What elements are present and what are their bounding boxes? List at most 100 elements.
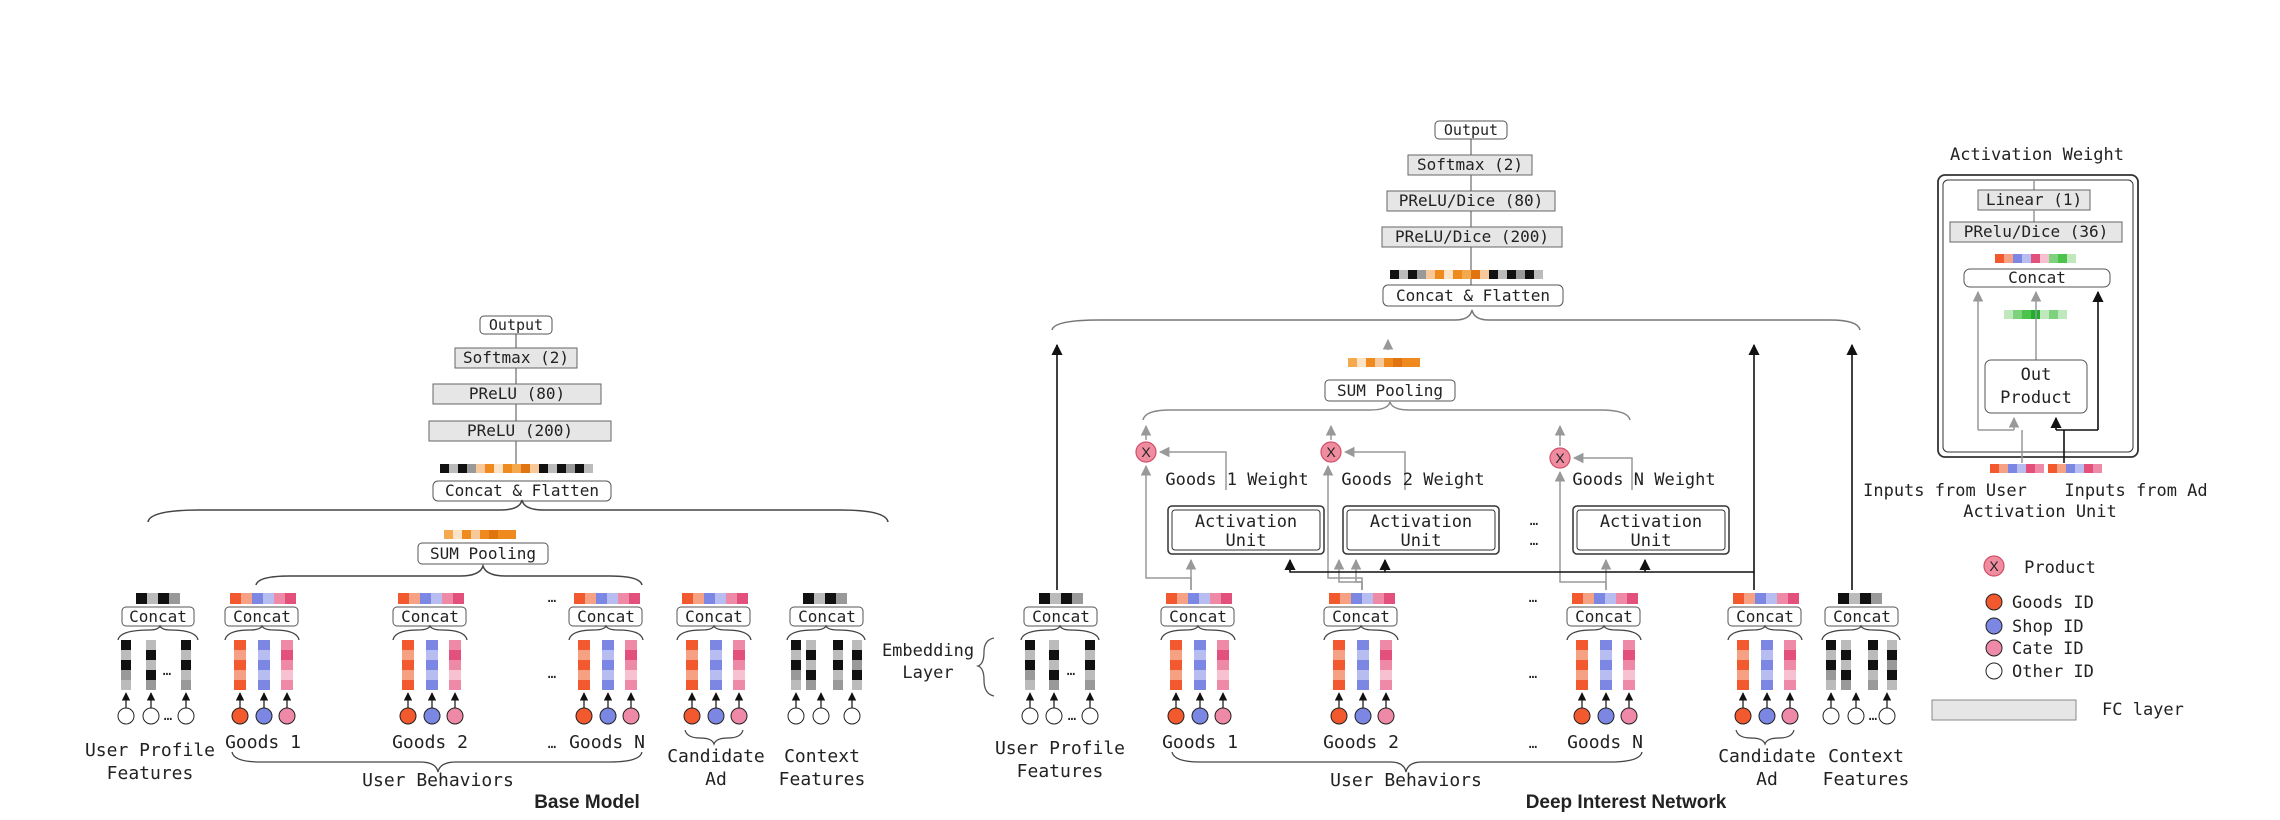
ellipsis: …: [1869, 708, 1877, 724]
unit-label: Unit: [1401, 531, 1442, 551]
sum-pooling-box: [1324, 379, 1456, 402]
ad-label: Ad: [705, 769, 727, 790]
inputs-from-ad-label: Inputs from Ad: [2064, 481, 2207, 501]
ellipsis: …: [548, 736, 556, 752]
candidate-label: Candidate: [667, 746, 765, 767]
concat-label: Concat: [2008, 268, 2066, 287]
shop-id-node: [1597, 707, 1615, 725]
ellipsis: …: [1529, 666, 1537, 682]
goods-id-node: [231, 707, 249, 725]
cate-id-node: [1781, 707, 1799, 725]
other-id-node: [142, 707, 160, 725]
cate-id-node: [730, 707, 748, 725]
ellipsis: …: [1067, 663, 1075, 679]
base-model: Output Softmax (2) PReLU (80) PReLU (200…: [85, 315, 889, 813]
user-behaviors-label: User Behaviors: [1330, 770, 1482, 791]
goods-n-label: Goods N: [569, 732, 645, 753]
softmax-label: Softmax (2): [1417, 155, 1523, 174]
merge-brace-top: [147, 499, 889, 523]
base-model-title: Base Model: [534, 792, 640, 813]
output-label: Output: [1444, 121, 1498, 139]
product-symbol: X: [1326, 444, 1336, 460]
goods-id-node: [1573, 707, 1591, 725]
user-input-strip: [1990, 464, 2044, 473]
concat-flatten-box: [1382, 284, 1564, 307]
dice-200-layer: [1381, 226, 1563, 248]
activation-label: Activation: [1600, 512, 1702, 532]
cate-id-node: [622, 707, 640, 725]
dice-80-label: PReLU/Dice (80): [1399, 191, 1544, 210]
concat-label: Concat: [129, 607, 187, 626]
linear-label: Linear (1): [1986, 190, 2082, 209]
goods-id-node: [1167, 707, 1185, 725]
other-id-node: [843, 707, 861, 725]
other-id-node: [177, 707, 195, 725]
weighted-brace: [1142, 401, 1631, 421]
prelu-80-label: PReLU (80): [469, 384, 565, 403]
goods-1-label: Goods 1: [225, 732, 301, 753]
ellipsis: …: [163, 663, 171, 679]
ad-label: Ad: [1756, 769, 1778, 790]
dice-36-layer: [1949, 221, 2123, 243]
inputs-from-user-label: Inputs from User: [1863, 481, 2027, 501]
ellipsis: …: [164, 708, 172, 724]
user-behaviors-brace: [1171, 751, 1643, 773]
activation-label: Activation: [1370, 512, 1472, 532]
dice-200-label: PReLU/Dice (200): [1395, 227, 1549, 246]
product-symbol: X: [1555, 450, 1565, 466]
concat-label: Concat: [1169, 607, 1227, 626]
concat-label: Concat: [685, 607, 743, 626]
goods-2-group: Concat Goods 2: [392, 593, 468, 753]
goods-1-label: Goods 1: [1162, 732, 1238, 753]
other-id-node: [1822, 707, 1840, 725]
ellipsis: …: [1530, 533, 1538, 549]
ellipsis: …: [1529, 736, 1537, 752]
concat-label: Concat: [1833, 607, 1891, 626]
legend-fc-layer: FC layer: [1931, 699, 2184, 721]
product-label: Product: [2000, 388, 2072, 408]
goods-n-label: Goods N: [1567, 732, 1643, 753]
activation-weight-label: Activation Weight: [1950, 145, 2124, 165]
shop-id-node: [255, 707, 273, 725]
other-id-node: [1878, 707, 1896, 725]
output-box: [479, 315, 553, 335]
goods-n-group: … … … Concat Goods N: [548, 590, 645, 753]
embedding-label: Embedding: [882, 641, 974, 661]
goods-id-node: [683, 707, 701, 725]
concat-flatten-label: Concat & Flatten: [445, 481, 599, 500]
candidate-ad-group: Concat Candidate Ad: [667, 593, 765, 790]
shop-id-node: [423, 707, 441, 725]
legend-cate-id-label: Cate ID: [2012, 639, 2084, 659]
legend-goods-id: Goods ID: [1985, 593, 2094, 613]
concat-box: [1963, 268, 2111, 288]
goods-id-node: [1330, 707, 1348, 725]
concat-label: Concat: [1332, 607, 1390, 626]
goods-n-weight-label: Goods N Weight: [1572, 470, 1715, 490]
activation-unit-caption: Activation Unit: [1963, 502, 2117, 522]
shop-id-node: [707, 707, 725, 725]
softmax-layer: [454, 347, 578, 369]
goods-1-group: Concat Goods 1: [224, 593, 301, 753]
shop-id-node: [1354, 707, 1372, 725]
sum-pooling-label: SUM Pooling: [1337, 381, 1443, 400]
other-id-node: [1045, 707, 1063, 725]
cate-id-node: [278, 707, 296, 725]
cate-id-node: [446, 707, 464, 725]
product-node-2: X Goods 2 Weight: [1320, 424, 1485, 490]
din-title: Deep Interest Network: [1526, 792, 1727, 813]
ad-input-strip: [2048, 464, 2102, 473]
activation-unit-detail: Activation Weight Linear (1) PRelu/Dice …: [1863, 145, 2208, 522]
legend-shop-id: Shop ID: [1985, 617, 2084, 637]
goods-1-group: Concat Goods 1: [1160, 593, 1238, 753]
concat-label: Concat: [1736, 607, 1794, 626]
legend-shop-id-label: Shop ID: [2012, 617, 2084, 637]
other-id-node: [117, 707, 135, 725]
activation-unit-n: Activation Unit: [1572, 505, 1730, 555]
out-product-box: [1984, 359, 2088, 414]
product-node-1: X Goods 1 Weight: [1135, 424, 1309, 490]
other-id-node: [1847, 707, 1865, 725]
concat-label: Concat: [1032, 607, 1090, 626]
concat-label: Concat: [401, 607, 459, 626]
user-profile-group: Concat … … User Profile Features: [995, 593, 1125, 782]
